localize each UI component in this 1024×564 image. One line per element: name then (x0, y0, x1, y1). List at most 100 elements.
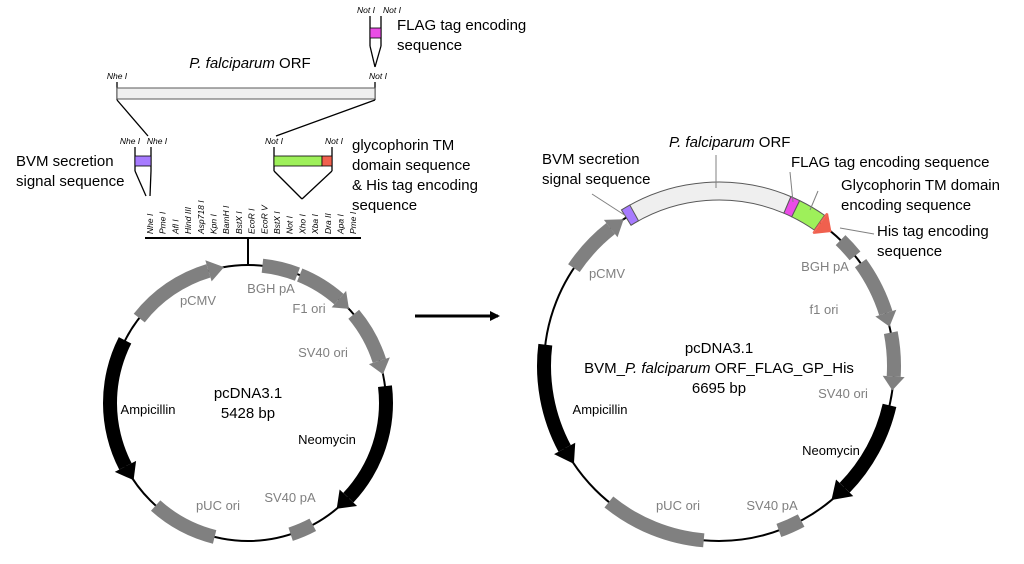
left-label-sv40ori: SV40 ori (298, 345, 348, 360)
right-plasmid-map: pcDNA3.1 BVM_ P. falciparum ORF_FLAG_GP_H… (537, 134, 1000, 548)
left-sv40ori-arrow-head (368, 357, 390, 375)
right-bvm-block (620, 204, 640, 226)
right-his-arrow (812, 212, 828, 234)
right-f1-arrow-head (875, 309, 897, 327)
mcs-site-label: Xba I (310, 214, 320, 235)
left-label-ampicillin: Ampicillin (121, 402, 176, 417)
right-puc-block (604, 496, 705, 548)
right-ampicillin-arrow (537, 343, 571, 452)
right-callout-bvm-line2: signal sequence (542, 171, 650, 188)
gp-label-line2: domain sequence (352, 157, 470, 174)
right-orf-block (620, 181, 792, 226)
right-plasmid-name: pcDNA3.1 (685, 340, 753, 357)
flag-site-left-label: Not I (357, 5, 376, 15)
gp-label-line1: glycophorin TM (352, 137, 454, 154)
left-label-neomycin: Neomycin (298, 432, 356, 447)
right-label-neomycin: Neomycin (802, 443, 860, 458)
left-pcmv-arrow (133, 264, 211, 323)
mcs-site-label: Afl I (170, 219, 180, 235)
left-ampicillin-arrow-head (114, 460, 137, 481)
right-plasmid-size: 6695 bp (692, 380, 746, 397)
gp-site-left-label: Not I (265, 136, 284, 146)
right-pcmv-arrow (568, 223, 616, 273)
left-puc-block (150, 500, 217, 544)
left-plasmid-size: 5428 bp (221, 405, 275, 422)
bvm-signal-block (134, 155, 152, 167)
right-label-bgh: BGH pA (801, 259, 849, 274)
mcs-site-label: Apa I (336, 214, 346, 235)
bvm-site-left-label: Nhe I (120, 136, 141, 146)
left-label-puc: pUC ori (196, 498, 240, 513)
gp-label-line3: & His tag encoding (352, 177, 478, 194)
left-sv40pa-block (288, 518, 317, 541)
right-label-puc: pUC ori (656, 498, 700, 513)
left-label-sv40pa: SV40 pA (264, 490, 316, 505)
mcs-site-label: BstX I (234, 211, 244, 234)
right-label-f1: f1 ori (810, 302, 839, 317)
left-label-f1: F1 ori (292, 301, 325, 316)
bvm-label-line1: BVM secretion (16, 153, 114, 170)
gp-site-right-label: Not I (325, 136, 344, 146)
left-pcmv-arrow-head (205, 260, 225, 282)
right-callout-flag: FLAG tag encoding sequence (791, 154, 989, 171)
left-neomycin-arrow-head (336, 489, 358, 509)
right-callout-orf-suffix: ORF (755, 134, 791, 151)
mcs-site-label: Asp718 I (196, 200, 206, 235)
construct-prefix: BVM_ (584, 360, 626, 377)
right-callout-gp-line2: encoding sequence (841, 197, 971, 214)
left-f1-arrow-head (331, 290, 349, 309)
right-neomycin-arrow (839, 403, 897, 493)
right-label-sv40pa: SV40 pA (746, 498, 798, 513)
right-f1-arrow (854, 259, 893, 316)
bvm-label-line2: signal sequence (16, 173, 124, 190)
orf-site-right-label: Not I (369, 71, 388, 81)
right-sv40pa-block (776, 514, 805, 538)
left-ampicillin-arrow (102, 337, 132, 470)
mcs-site-label: Kpn I (209, 214, 219, 234)
mcs-site-label: BstX I (272, 211, 282, 234)
orf-fragment: P. falciparum ORF Nhe I Not I (107, 55, 388, 137)
gp-label-line4: sequence (352, 197, 417, 214)
flag-tag-fragment: Not I Not I FLAG tag encoding sequence (357, 5, 526, 68)
right-label-sv40ori: SV40 ori (818, 386, 868, 401)
right-ampicillin-arrow-head (554, 442, 576, 464)
mcs-site-label: Pme I (158, 211, 168, 234)
orf-block (116, 87, 376, 100)
bvm-fragment: Nhe I Nhe I BVM secretion signal sequenc… (16, 136, 168, 197)
orf-title-italic: P. falciparum (189, 55, 275, 72)
orf-site-left-label: Nhe I (107, 71, 128, 81)
right-sv40ori-arrow-head (882, 375, 905, 391)
mcs-site-label: EcoR I (247, 208, 257, 234)
right-callout-bvm-line1: BVM secretion (542, 151, 640, 168)
mcs-site-label: Hind III (183, 206, 193, 234)
mcs-site-label: BamH I (221, 205, 231, 234)
flag-tag-block (369, 27, 382, 39)
right-callout-gp-line1: Glycophorin TM domain (841, 177, 1000, 194)
mcs-site-label: Nhe I (145, 213, 155, 234)
right-label-pcmv: pCMV (589, 266, 625, 281)
glycophorin-fragment: Not I Not I glycophorin TM domain sequen… (265, 136, 478, 214)
construct-suffix: ORF_FLAG_GP_His (711, 360, 854, 377)
right-his-arrow-head (812, 212, 832, 234)
his-tag-block (321, 155, 333, 167)
left-sv40ori-arrow (348, 309, 387, 363)
orf-title-suffix: ORF (275, 55, 311, 72)
left-plasmid-name: pcDNA3.1 (214, 385, 282, 402)
flag-label-line2: sequence (397, 37, 462, 54)
right-neomycin-arrow-head (831, 479, 854, 501)
right-sv40ori-arrow (883, 331, 901, 377)
right-label-ampicillin: Ampicillin (573, 402, 628, 417)
mcs-site-label: Not I (285, 215, 295, 234)
left-plasmid-map: pcDNA3.1 5428 bp pCMV BGH pA F1 ori SV40… (102, 258, 393, 544)
mcs-site-label: Xho I (297, 214, 307, 235)
right-callout-orf-italic: P. falciparum (669, 134, 755, 151)
left-neomycin-arrow (343, 385, 393, 503)
left-bgh-block (261, 258, 300, 281)
right-callout-his-line1: His tag encoding (877, 223, 989, 240)
bvm-site-right-label: Nhe I (147, 136, 168, 146)
orf-title: P. falciparum ORF (189, 55, 310, 72)
mcs-site-label: Pme I (348, 211, 358, 234)
right-callout-his-line2: sequence (877, 243, 942, 260)
